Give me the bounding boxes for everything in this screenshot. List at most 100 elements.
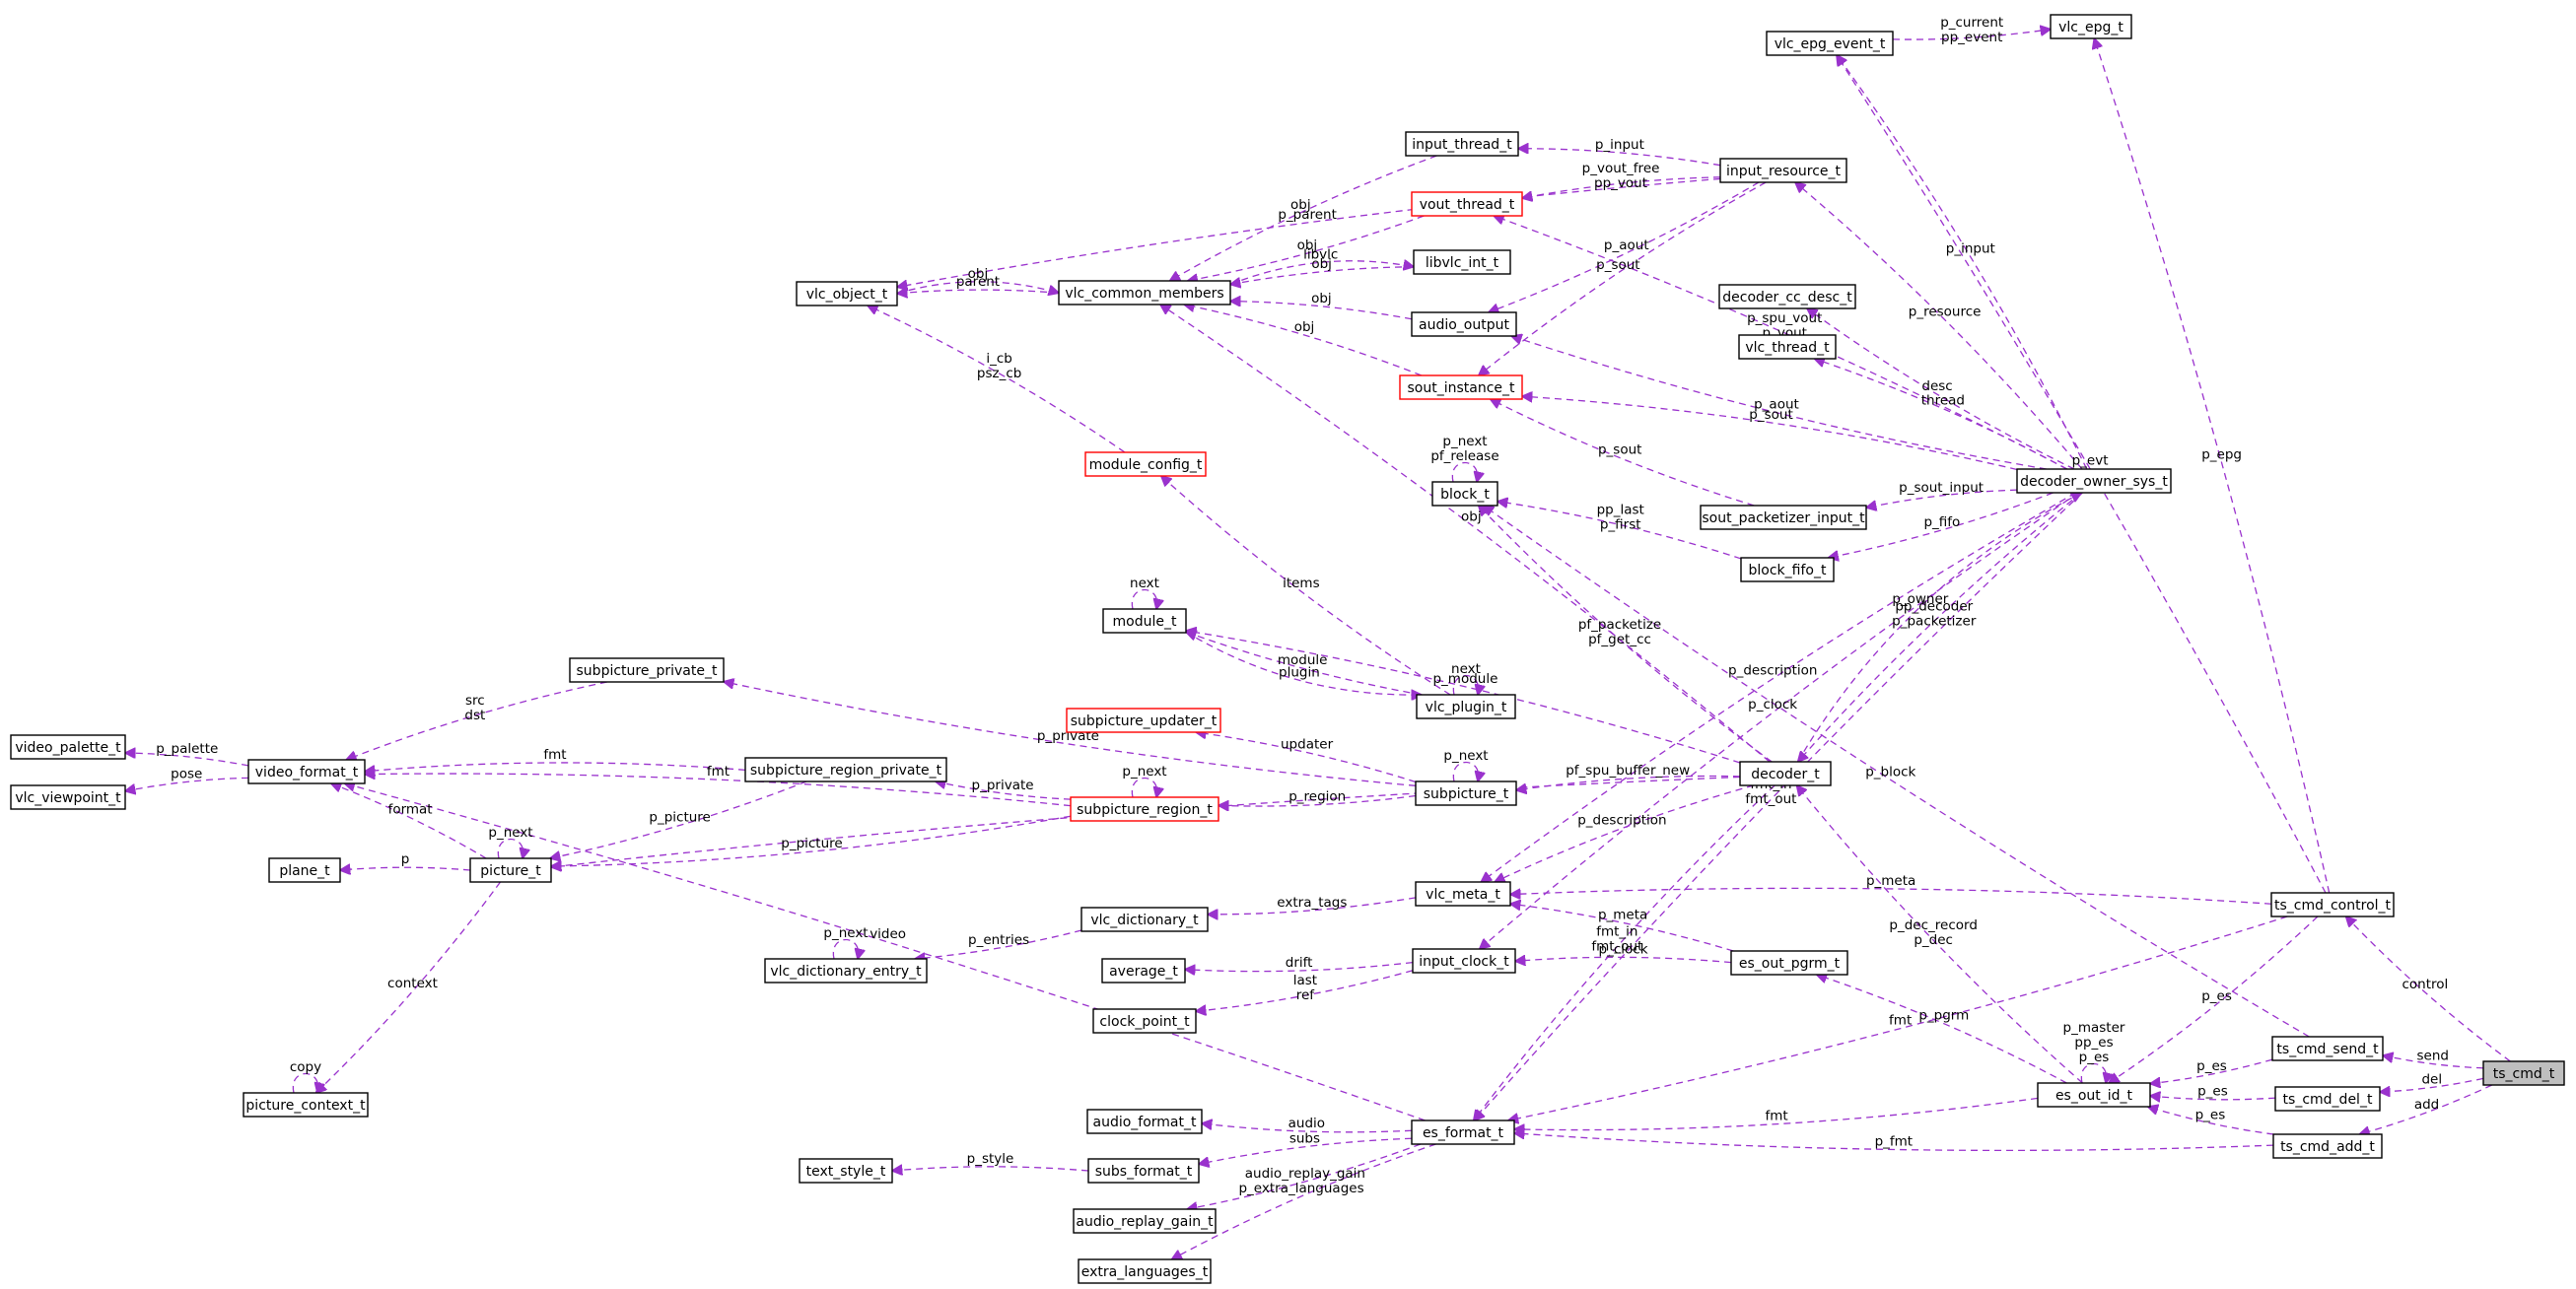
edge-decoder-owner-sys-t-to-input-resource-t <box>1795 182 2083 470</box>
node-input-clock-t[interactable]: input_clock_t <box>1412 948 1516 974</box>
edge-label: p_sout <box>1596 257 1639 273</box>
node-vlc-epg-t[interactable]: vlc_epg_t <box>2050 14 2132 39</box>
edge-sout-packetizer-input-t-to-sout-instance-t <box>1491 399 1755 507</box>
edge-label-line: i_cb <box>986 351 1012 367</box>
node-es-format-t[interactable]: es_format_t <box>1411 1119 1515 1145</box>
edge-ts-cmd-control-t-to-vlc-meta-t <box>1510 887 2272 905</box>
node-input-resource-t[interactable]: input_resource_t <box>1719 158 1847 183</box>
edge-label: p_epg <box>2201 447 2242 463</box>
node-ts-cmd-control-t[interactable]: ts_cmd_control_t <box>2270 892 2395 917</box>
edge-label: p_es <box>2197 1084 2228 1100</box>
node-picture-t[interactable]: picture_t <box>469 857 552 883</box>
node-libvlc-int-t[interactable]: libvlc_int_t <box>1413 249 1511 275</box>
node-vlc-epg-event-t[interactable]: vlc_epg_event_t <box>1766 31 1894 56</box>
edge-label-line: fmt <box>707 764 730 780</box>
node-label: subs_format_t <box>1095 1164 1193 1180</box>
node-label: decoder_cc_desc_t <box>1722 290 1852 305</box>
edge-label-line: ref <box>1296 987 1316 1003</box>
node-audio-output[interactable]: audio_output <box>1411 311 1517 337</box>
node-vlc-viewpoint-t[interactable]: vlc_viewpoint_t <box>10 784 126 810</box>
node-video-palette-t[interactable]: video_palette_t <box>10 734 126 760</box>
edge-label-line: parent <box>956 274 1000 290</box>
node-vout-thread-t[interactable]: vout_thread_t <box>1411 191 1523 217</box>
node-label: plane_t <box>279 863 330 879</box>
node-clock-point-t[interactable]: clock_point_t <box>1092 1008 1197 1034</box>
node-audio-replay-gain-t[interactable]: audio_replay_gain_t <box>1073 1208 1217 1234</box>
edge-label: audio_replay_gain <box>1245 1166 1365 1182</box>
node-vlc-dictionary-t[interactable]: vlc_dictionary_t <box>1080 907 1209 932</box>
edge-picture-context-t-to-picture-context-t <box>292 1072 317 1094</box>
edge-label-line: p_pgrm <box>1918 1008 1969 1024</box>
edge-label: items <box>1283 576 1320 591</box>
node-vlc-dictionary-entry-t[interactable]: vlc_dictionary_entry_t <box>764 958 928 984</box>
node-vlc-plugin-t[interactable]: vlc_plugin_t <box>1416 694 1516 719</box>
edge-label: video <box>870 926 906 942</box>
node-vlc-common-members[interactable]: vlc_common_members <box>1058 280 1231 305</box>
edge-picture-t-to-plane-t <box>340 867 471 870</box>
node-video-format-t[interactable]: video_format_t <box>247 759 366 784</box>
edge-label: extra_tags <box>1277 895 1347 911</box>
node-es-out-id-t[interactable]: es_out_id_t <box>2037 1082 2151 1108</box>
node-sout-packetizer-input-t[interactable]: sout_packetizer_input_t <box>1700 505 1867 530</box>
edge-label: p_private <box>972 778 1034 793</box>
node-vlc-meta-t[interactable]: vlc_meta_t <box>1415 881 1511 907</box>
node-decoder-t[interactable]: decoder_t <box>1739 761 1832 786</box>
node-box <box>1086 1109 1203 1134</box>
node-label: audio_replay_gain_t <box>1076 1214 1214 1230</box>
edge-module-t-to-module-t <box>1131 588 1156 610</box>
edge-sout-instance-t-to-vlc-common-members <box>1184 305 1423 376</box>
node-subpicture-updater-t[interactable]: subpicture_updater_t <box>1066 708 1221 733</box>
node-average-t[interactable]: average_t <box>1101 958 1186 984</box>
edge-es-out-pgrm-t-to-vlc-meta-t <box>1510 904 1734 952</box>
node-subpicture-t[interactable]: subpicture_t <box>1415 780 1517 806</box>
node-plane-t[interactable]: plane_t <box>268 857 341 883</box>
edge-label-line: copy <box>290 1059 321 1075</box>
node-sout-instance-t[interactable]: sout_instance_t <box>1399 374 1523 400</box>
edge-label: p_sout_input <box>1899 480 1984 496</box>
node-ts-cmd-send-t[interactable]: ts_cmd_send_t <box>2271 1036 2384 1061</box>
edge-label: desc <box>1921 378 1952 394</box>
node-block-t[interactable]: block_t <box>1431 481 1498 507</box>
node-input-thread-t[interactable]: input_thread_t <box>1405 131 1519 157</box>
edge-es-format-t-to-audio-format-t <box>1202 1123 1413 1133</box>
edge-label-line: p_next <box>823 925 868 941</box>
node-decoder-owner-sys-t[interactable]: decoder_owner_sys_t <box>2016 468 2172 494</box>
edge-label-line: fmt_out <box>1745 791 1796 807</box>
node-ts-cmd-del-t[interactable]: ts_cmd_del_t <box>2274 1086 2381 1112</box>
node-vlc-object-t[interactable]: vlc_object_t <box>796 281 898 306</box>
node-subs-format-t[interactable]: subs_format_t <box>1087 1158 1200 1184</box>
node-subpicture-private-t[interactable]: subpicture_private_t <box>569 657 725 683</box>
node-audio-format-t[interactable]: audio_format_t <box>1086 1109 1203 1134</box>
node-module-config-t[interactable]: module_config_t <box>1084 451 1207 477</box>
node-picture-context-t[interactable]: picture_context_t <box>243 1092 369 1118</box>
node-es-out-pgrm-t[interactable]: es_out_pgrm_t <box>1730 950 1848 976</box>
node-box <box>1058 280 1231 305</box>
edge-es-out-id-t-to-decoder-t <box>1797 785 2083 1084</box>
edge-vlc-common-members-to-vlc-object-t <box>897 290 1060 294</box>
node-box <box>243 1092 369 1118</box>
node-vlc-thread-t[interactable]: vlc_thread_t <box>1738 334 1837 360</box>
node-block-fifo-t[interactable]: block_fifo_t <box>1740 557 1835 582</box>
edge-decoder-t-to-es-format-t <box>1474 784 1775 1120</box>
edge-label-line: del <box>2421 1071 2442 1087</box>
node-module-t[interactable]: module_t <box>1102 608 1187 634</box>
edge-label: drift <box>1286 955 1313 971</box>
node-box <box>1718 284 1856 309</box>
edge-label: obj <box>968 266 989 282</box>
node-ts-cmd-t[interactable]: ts_cmd_t <box>2482 1060 2565 1086</box>
node-label: input_thread_t <box>1412 137 1512 153</box>
node-text-style-t[interactable]: text_style_t <box>799 1158 893 1184</box>
node-ts-cmd-add-t[interactable]: ts_cmd_add_t <box>2272 1133 2383 1159</box>
node-subpicture-region-private-t[interactable]: subpicture_region_private_t <box>744 757 947 782</box>
node-extra-languages-t[interactable]: extra_languages_t <box>1078 1258 1212 1284</box>
node-box <box>2482 1060 2565 1086</box>
edge-subpicture-t-to-subpicture-region-t <box>1218 794 1417 807</box>
edge-label: context <box>387 976 438 991</box>
edge-label-line: fmt_out <box>1591 939 1642 955</box>
node-decoder-cc-desc-t[interactable]: decoder_cc_desc_t <box>1718 284 1856 309</box>
node-label: subpicture_t <box>1424 786 1509 802</box>
node-subpicture-region-t[interactable]: subpicture_region_t <box>1070 796 1219 822</box>
edge-label: fmt <box>707 764 730 780</box>
edge-label-line: pose <box>171 766 202 781</box>
